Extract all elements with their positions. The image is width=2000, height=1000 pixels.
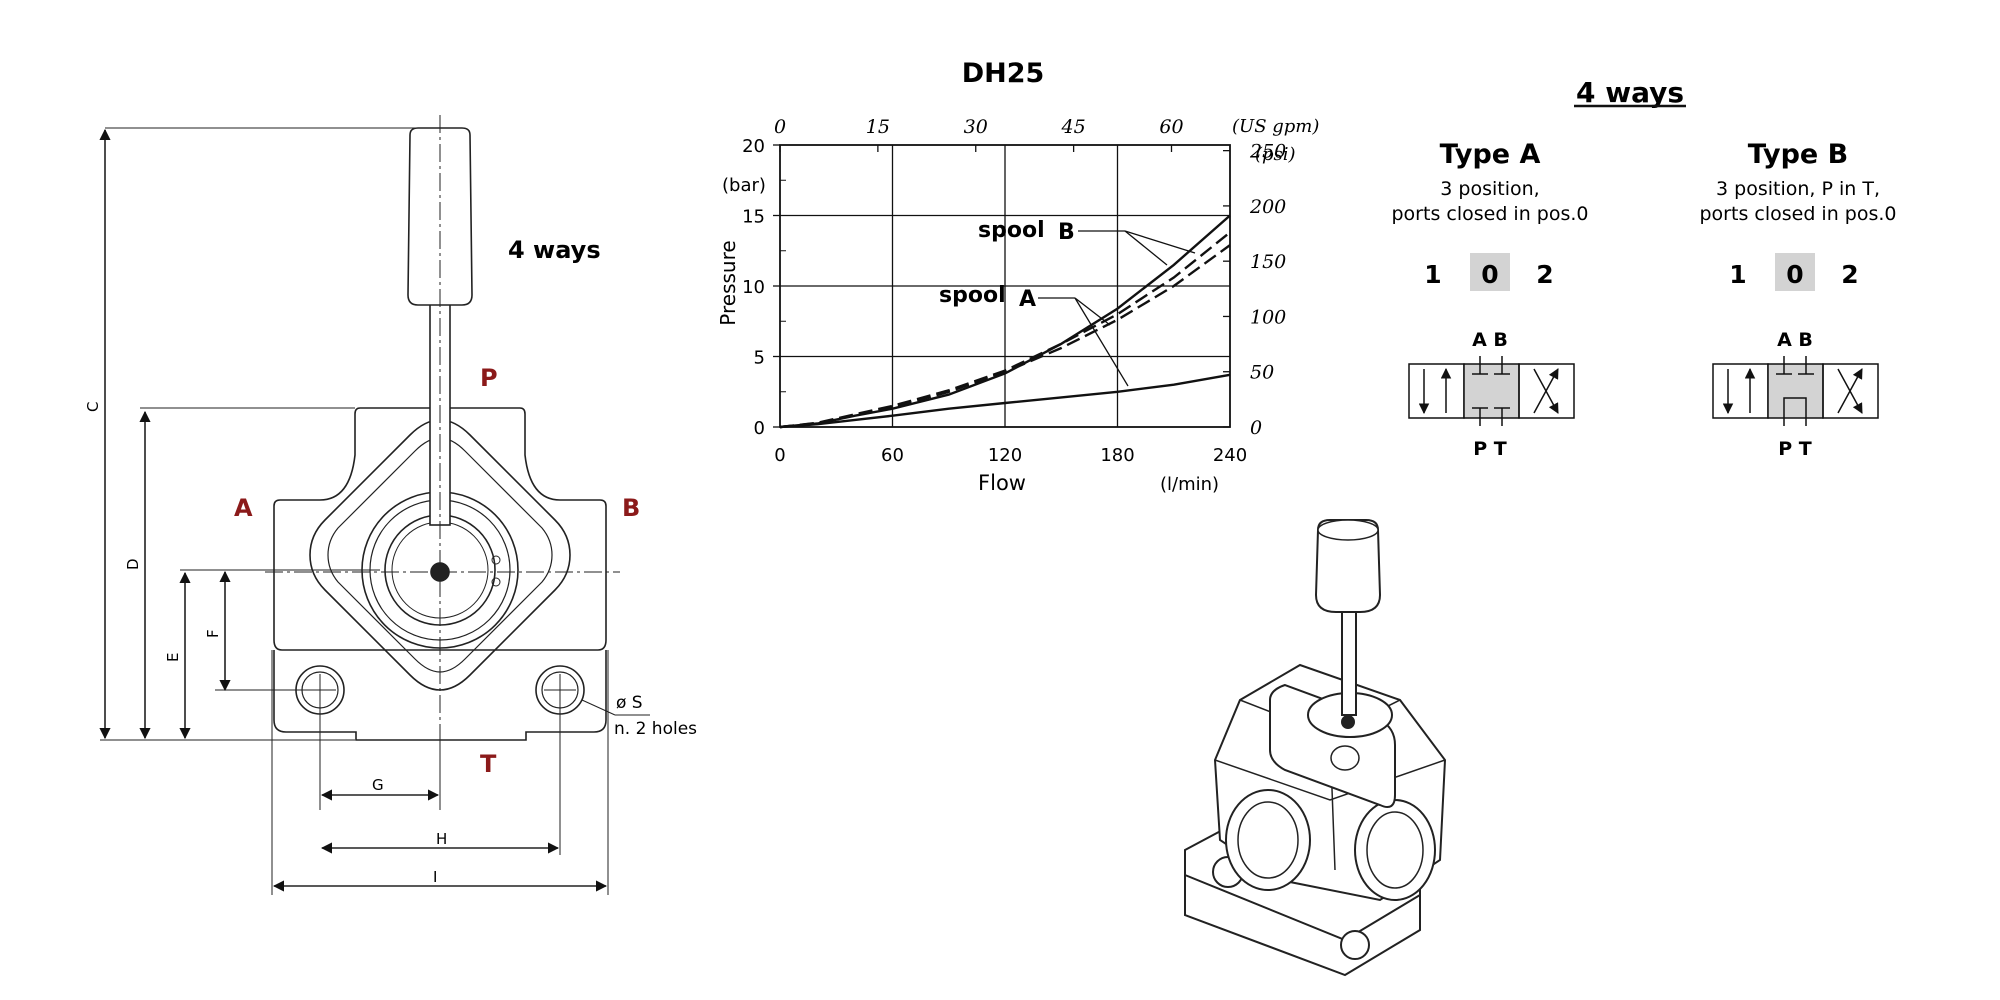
valve-dimension-drawing [99, 115, 650, 895]
type-b-pos0: 0 [1786, 260, 1803, 289]
y-tick-label-0: 0 [754, 418, 765, 439]
right-tick-label-0: 0 [1250, 417, 1262, 439]
type-a-valve-symbol [1408, 356, 1575, 426]
dim-h-label: H [436, 830, 447, 848]
type-b-title: Type B [1748, 139, 1848, 170]
x-tick-label-3: 180 [1100, 445, 1134, 466]
dim-c-label: C [84, 402, 102, 412]
series-line-1 [779, 231, 1231, 429]
spool-a-word: spool [939, 283, 1006, 308]
type-a-bottom-ports: P T [1473, 438, 1507, 460]
y-tick-label-3: 15 [742, 207, 765, 228]
type-a-pos0-highlight [1470, 253, 1510, 291]
x-tick-label-0: 0 [774, 445, 785, 466]
type-b-block: Type B 3 position, P in T, ports closed … [1700, 139, 1897, 460]
type-a-title: Type A [1440, 139, 1541, 170]
type-a-desc-line2: ports closed in pos.0 [1392, 203, 1589, 225]
right-tick-label-5: 250 [1249, 141, 1286, 163]
series-line-0 [779, 214, 1231, 429]
y-axis-label: Pressure [716, 240, 740, 325]
top-tick-label-1: 15 [866, 116, 890, 138]
valve-isometric-illustration [1184, 519, 1447, 977]
spool-b-letter: B [1058, 220, 1075, 245]
spool-b-word: spool [978, 218, 1045, 243]
symbols-heading: 4 ways [1576, 76, 1684, 109]
dim-g-label: G [372, 776, 384, 794]
chart-series-layer [779, 214, 1231, 429]
top-axis-unit: (US gpm) [1232, 116, 1319, 137]
chart-gridlines [780, 145, 1230, 427]
hole-diameter-label: ø S [616, 693, 643, 713]
type-a-pos0: 0 [1481, 260, 1498, 289]
dim-d-label: D [124, 558, 142, 570]
type-b-pos0-highlight [1775, 253, 1815, 291]
right-tick-label-3: 150 [1250, 251, 1286, 273]
top-tick-label-0: 0 [774, 116, 786, 138]
top-tick-label-4: 60 [1159, 116, 1183, 138]
dim-i-label: I [433, 868, 437, 886]
right-axis-unit: (psi) [1255, 144, 1296, 165]
top-tick-label-2: 30 [964, 116, 988, 138]
dim-f-label: F [204, 629, 222, 638]
x-axis-label: Flow [978, 471, 1026, 495]
type-a-block: Type A 3 position, ports closed in pos.0… [1392, 139, 1589, 460]
x-axis-unit: (l/min) [1160, 474, 1219, 495]
y-tick-label-2: 10 [742, 277, 765, 298]
annotation-leaders [1038, 230, 1196, 387]
type-a-pos1: 1 [1424, 260, 1441, 289]
series-line-3 [779, 373, 1231, 429]
port-p-label: P [480, 364, 498, 392]
type-b-bottom-ports: P T [1778, 438, 1812, 460]
y-tick-label-1: 5 [754, 348, 765, 369]
type-b-desc-line1: 3 position, P in T, [1716, 178, 1880, 200]
drawing-labels: 4 ways P A B T C D E F G H I ø S n. 2 ho… [84, 236, 697, 886]
type-a-desc-line1: 3 position, [1440, 178, 1539, 200]
right-tick-label-4: 200 [1249, 196, 1286, 218]
series-line-2 [779, 244, 1231, 429]
top-tick-label-3: 45 [1061, 116, 1086, 138]
chart-ticks [773, 144, 1230, 428]
right-tick-label-1: 50 [1250, 362, 1274, 384]
type-b-valve-symbol [1712, 356, 1879, 426]
holes-count-label: n. 2 holes [614, 719, 697, 739]
x-tick-label-2: 120 [988, 445, 1022, 466]
hydraulic-symbols: 4 ways Type A 3 position, ports closed i… [1392, 76, 1897, 460]
x-tick-label-4: 240 [1213, 445, 1247, 466]
right-tick-label-2: 100 [1250, 306, 1286, 328]
type-a-pos2: 2 [1536, 260, 1553, 289]
port-t-label: T [480, 750, 497, 778]
type-b-pos2: 2 [1841, 260, 1858, 289]
drawing-4ways-label: 4 ways [508, 236, 601, 264]
type-b-top-ports: A B [1777, 329, 1813, 351]
chart-title: DH25 [962, 58, 1045, 89]
x-tick-label-1: 60 [881, 445, 904, 466]
spool-a-letter: A [1019, 287, 1036, 312]
dim-e-label: E [164, 653, 182, 662]
type-b-desc-line2: ports closed in pos.0 [1700, 203, 1897, 225]
y-axis-unit: (bar) [722, 175, 766, 196]
port-b-label: B [622, 494, 640, 522]
y-tick-label-4: 20 [742, 136, 765, 157]
type-b-pos1: 1 [1729, 260, 1746, 289]
port-a-label: A [234, 494, 253, 522]
type-a-top-ports: A B [1472, 329, 1508, 351]
